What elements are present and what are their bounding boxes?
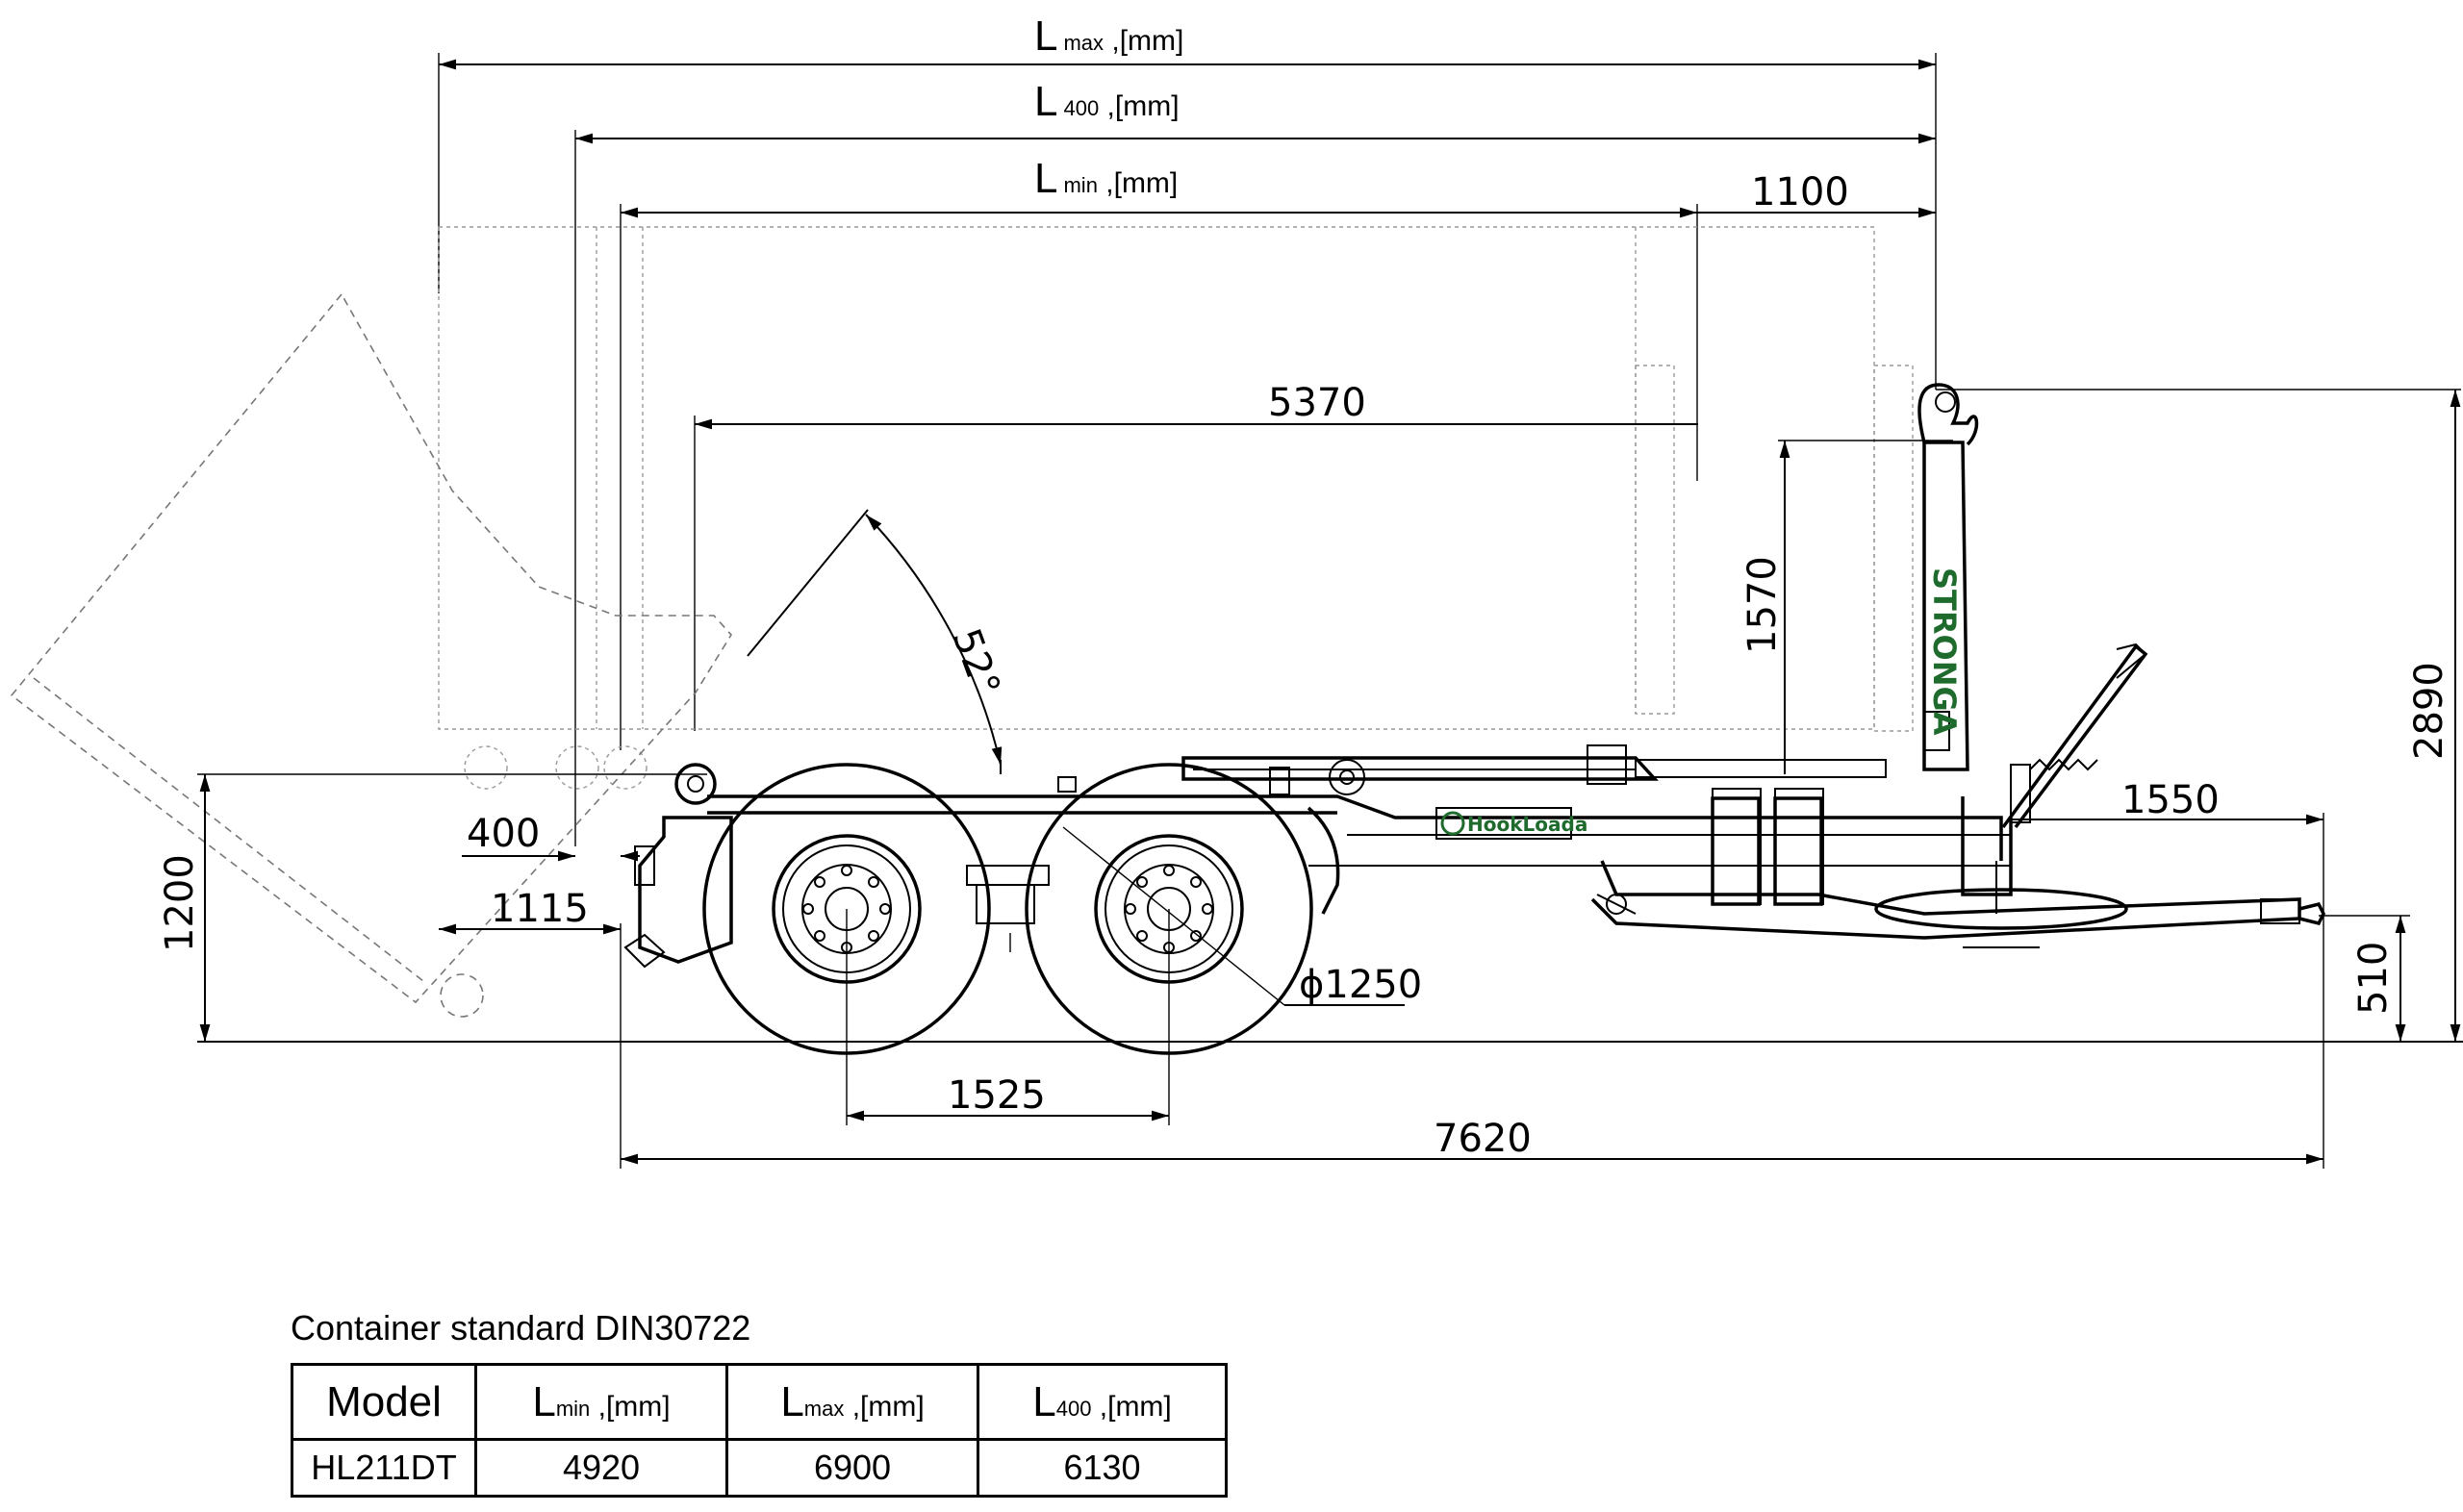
l-400-sub: 400 <box>1063 96 1099 120</box>
header-l-min-sub: min <box>555 1396 591 1421</box>
dim-5370-label: 5370 <box>1268 381 1366 425</box>
cell-l-400: 6130 <box>977 1438 1228 1498</box>
spec-table: Model Lmin ,[mm] Lmax ,[mm] L400 ,[mm] H… <box>291 1363 1228 1498</box>
trailer-chassis <box>623 643 2325 969</box>
dim-1100-label: 1100 <box>1751 170 1849 214</box>
l-400-unit: ,[mm] <box>1099 90 1179 122</box>
header-model-text: Model <box>326 1377 442 1425</box>
dim-1550: 1550 <box>2011 778 2324 1169</box>
header-l-400-main: L <box>1032 1377 1056 1425</box>
header-l-400-unit: ,[mm] <box>1091 1390 1172 1423</box>
table-header-row: Model Lmin ,[mm] Lmax ,[mm] L400 ,[mm] <box>291 1363 1228 1441</box>
cell-l-max: 6900 <box>725 1438 979 1498</box>
dim-7620-label: 7620 <box>1434 1117 1532 1161</box>
l-400-symbol: L <box>1034 78 1057 125</box>
l-max-unit: ,[mm] <box>1104 25 1183 57</box>
dim-1570: 1570 <box>1740 440 1953 774</box>
dim-angle: 52° <box>747 509 1008 774</box>
dim-1250-label: ϕ1250 <box>1299 963 1422 1007</box>
container-outline <box>438 226 1914 790</box>
dim-1550-label: 1550 <box>2121 778 2220 822</box>
table-row: HL211DT 4920 6900 6130 <box>291 1438 1228 1498</box>
l-min-sub: min <box>1063 173 1097 197</box>
header-model: Model <box>291 1363 477 1441</box>
header-l-min-unit: ,[mm] <box>590 1390 671 1423</box>
header-l-max: Lmax ,[mm] <box>725 1363 979 1441</box>
svg-text:Lmin ,[mm]: Lmin ,[mm] <box>1034 155 1178 202</box>
l-max-symbol: L <box>1034 13 1057 60</box>
header-l-max-main: L <box>780 1377 804 1425</box>
hook-arm-mast: STRONGA <box>1917 383 1979 771</box>
dim-400: 400 <box>462 812 640 862</box>
l-min-symbol: L <box>1034 155 1057 202</box>
brand-plate-text: HookLoada <box>1467 813 1587 836</box>
dim-7620: 7620 <box>620 923 2323 1169</box>
tipped-container-outline <box>10 292 732 1018</box>
dim-2890-label: 2890 <box>2407 662 2451 760</box>
dim-1525-label: 1525 <box>948 1073 1046 1118</box>
dim-1570-label: 1570 <box>1740 556 1785 654</box>
dim-1525: 1525 <box>846 909 1170 1125</box>
l-min-unit: ,[mm] <box>1098 167 1178 199</box>
dim-510: 510 <box>2319 915 2410 1042</box>
mast-logo-text: STRONGA <box>1926 567 1963 736</box>
table-caption: Container standard DIN30722 <box>291 1308 751 1348</box>
dim-wheel-diameter: ϕ1250 <box>1062 826 1422 1007</box>
header-l-max-unit: ,[mm] <box>844 1390 925 1423</box>
l-max-sub: max <box>1063 31 1104 55</box>
header-l-min-main: L <box>532 1377 556 1425</box>
header-l-min: Lmin ,[mm] <box>474 1363 728 1441</box>
dim-1200-label: 1200 <box>158 854 202 952</box>
dim-1200: 1200 <box>158 773 707 1042</box>
svg-text:L400 ,[mm]: L400 ,[mm] <box>1034 78 1180 125</box>
header-l-400-sub: 400 <box>1055 1396 1092 1421</box>
dim-1115-label: 1115 <box>491 887 589 931</box>
cell-model: HL211DT <box>291 1438 477 1498</box>
brand-plate: HookLoada <box>1435 807 1587 840</box>
dim-2890: 2890 <box>1936 389 2461 1042</box>
svg-text:Lmax ,[mm]: Lmax ,[mm] <box>1034 13 1183 60</box>
dim-400-label: 400 <box>467 812 540 856</box>
dim-5370: 5370 <box>694 381 1698 731</box>
header-l-400: L400 ,[mm] <box>977 1363 1228 1441</box>
angle-label: 52° <box>944 623 1008 702</box>
cell-l-min: 4920 <box>474 1438 728 1498</box>
header-l-max-sub: max <box>803 1396 845 1421</box>
dim-510-label: 510 <box>2351 942 2396 1015</box>
dim-1115: 1115 <box>439 887 621 935</box>
